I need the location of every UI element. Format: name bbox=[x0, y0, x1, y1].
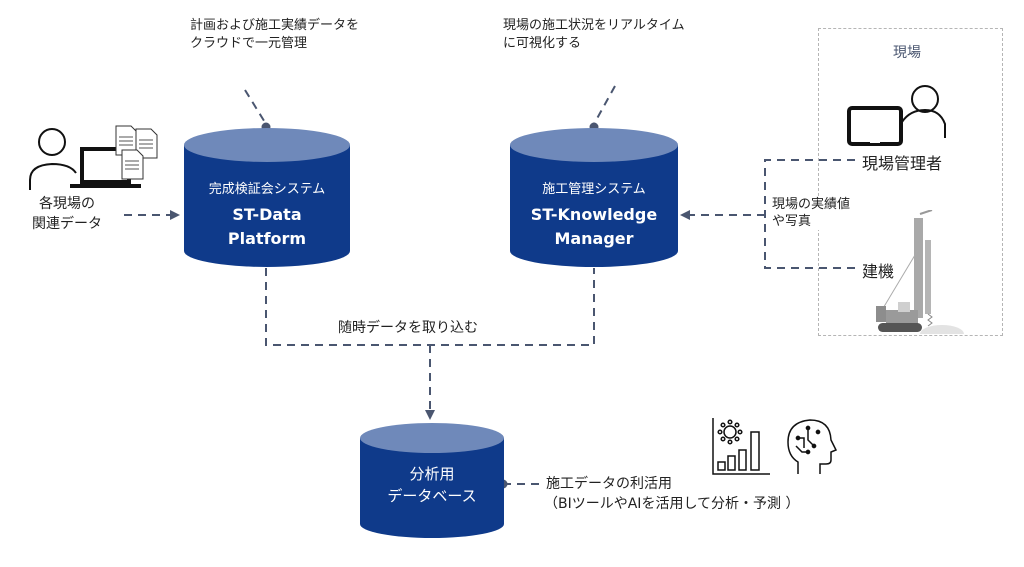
db3-usage-line2: （BIツールやAIを活用して分析・予測 ） bbox=[544, 496, 800, 512]
site-title: 現場 bbox=[893, 45, 921, 61]
db3-title-line1: 分析用 bbox=[409, 465, 455, 483]
db2-title-line1: ST-Knowledge bbox=[530, 205, 658, 224]
db2-title-line2: Manager bbox=[554, 229, 634, 248]
db1-cylinder[interactable] bbox=[182, 125, 352, 275]
site-flow-label: 現場の実績値 や写真 bbox=[772, 196, 851, 230]
left-source-label: 各現場の 関連データ bbox=[32, 194, 102, 234]
db3-label: 分析用 データベース bbox=[358, 463, 506, 507]
db2-note-line2: に可視化する bbox=[503, 36, 582, 51]
db2-label: 施工管理システム ST-Knowledge Manager bbox=[508, 178, 680, 251]
merge-label: 随時データを取り込む bbox=[336, 317, 480, 337]
db3-cylinder[interactable] bbox=[358, 420, 506, 545]
db2-note: 現場の施工状況をリアルタイム に可視化する bbox=[503, 17, 685, 53]
db2-note-line1: 現場の施工状況をリアルタイム bbox=[503, 18, 685, 33]
site-manager-icons bbox=[847, 85, 946, 146]
db3-usage: 施工データの利活用 （BIツールやAIを活用して分析・予測 ） bbox=[544, 474, 800, 514]
bar-chart-virus-icon bbox=[712, 418, 770, 475]
connector-note2 bbox=[593, 85, 616, 125]
site-machine-label: 建機 bbox=[862, 262, 895, 281]
db3-title-line2: データベース bbox=[387, 487, 477, 505]
arrow-head-db3 bbox=[425, 410, 435, 420]
db3-usage-line1: 施工データの利活用 bbox=[546, 476, 672, 492]
db1-subtitle: 完成検証会システム bbox=[208, 182, 326, 197]
db3-usage-icons bbox=[712, 418, 838, 475]
person-icon bbox=[901, 85, 946, 138]
site-manager-label: 現場管理者 bbox=[862, 154, 943, 173]
db2-cylinder[interactable] bbox=[508, 125, 680, 275]
db1-note: 計画および施工実績データを クラウドで一元管理 bbox=[190, 17, 359, 53]
person-icon bbox=[29, 128, 77, 190]
documents-icon bbox=[115, 125, 158, 180]
db1-note-line1: 計画および施工実績データを bbox=[190, 18, 360, 33]
db1-label: 完成検証会システム ST-Data Platform bbox=[182, 178, 352, 251]
site-flow-label-line2: や写真 bbox=[772, 214, 812, 229]
left-source-icons bbox=[29, 125, 158, 190]
db1-title-line1: ST-Data bbox=[232, 205, 302, 224]
arrow-head-db1 bbox=[170, 210, 180, 220]
left-source-label-line2: 関連データ bbox=[32, 216, 102, 232]
tablet-icon bbox=[847, 106, 903, 146]
ai-head-icon bbox=[787, 419, 838, 474]
connector-note1 bbox=[244, 89, 267, 125]
site-box bbox=[818, 28, 1003, 336]
left-source-label-line1: 各現場の bbox=[39, 196, 95, 212]
arrow-head-db2 bbox=[680, 210, 690, 220]
site-flow-label-line1: 現場の実績値 bbox=[772, 197, 851, 212]
db1-title-line2: Platform bbox=[227, 229, 307, 248]
db1-note-line2: クラウドで一元管理 bbox=[190, 36, 308, 51]
db2-subtitle: 施工管理システム bbox=[542, 182, 646, 197]
pile-driver-icon bbox=[876, 210, 964, 334]
